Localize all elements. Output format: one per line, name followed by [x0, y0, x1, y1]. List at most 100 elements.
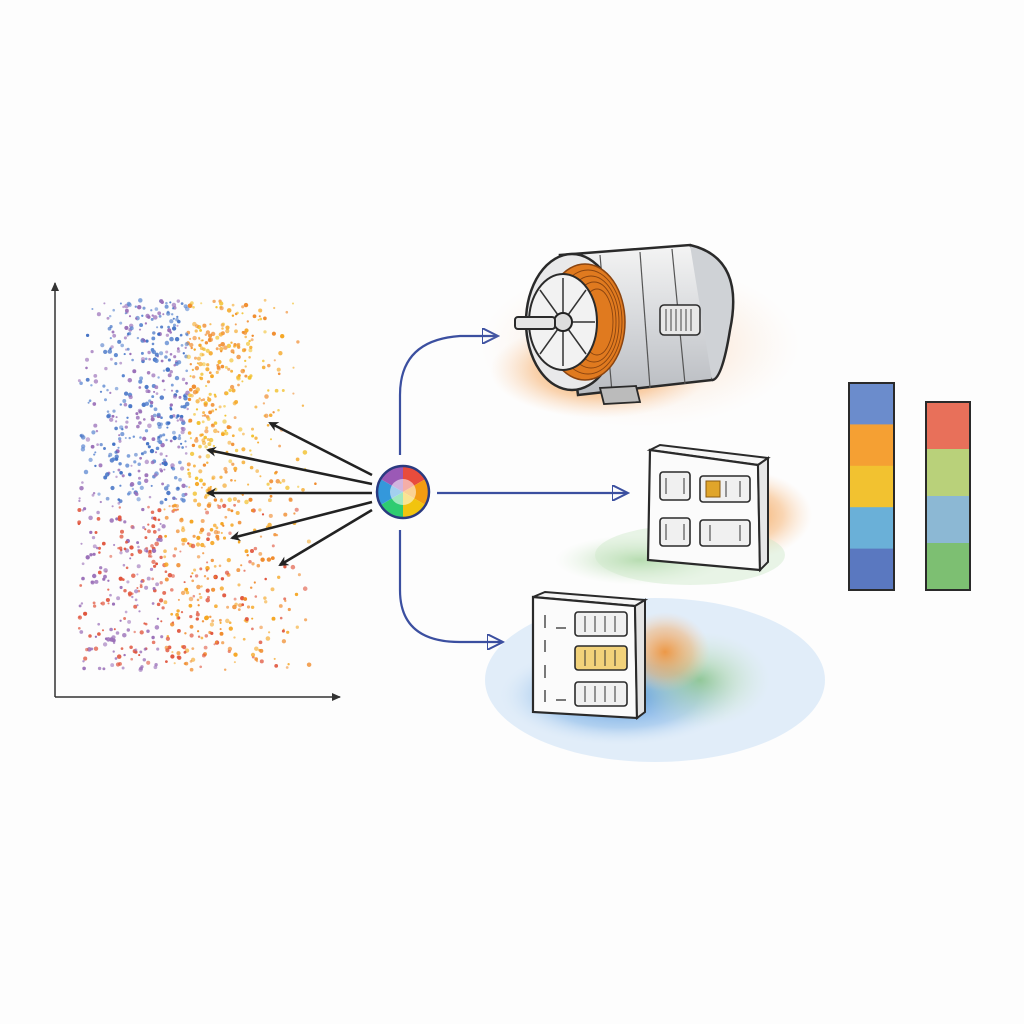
- scatter-dot: [195, 542, 201, 547]
- scatter-dot: [194, 574, 199, 578]
- scatter-dot: [250, 338, 254, 342]
- scatter-dot: [125, 566, 129, 570]
- sampling-arrow: [268, 421, 373, 477]
- scatter-dot: [147, 389, 151, 394]
- scatter-dot: [202, 411, 206, 415]
- scatter-dot: [168, 504, 171, 508]
- scatter-dot: [302, 586, 308, 591]
- scatter-dot: [147, 315, 151, 319]
- scatter-dot: [167, 645, 172, 650]
- scatter-dot: [98, 463, 103, 468]
- scatter-dot: [101, 541, 106, 546]
- scatter-dot: [246, 320, 249, 323]
- scatter-dot: [140, 665, 144, 669]
- scatter-dot: [227, 497, 232, 503]
- hub-ring: [375, 464, 431, 520]
- scatter-dot: [151, 602, 155, 605]
- scatter-dot: [263, 316, 267, 321]
- scatter-dot: [201, 438, 206, 443]
- scatter-dot: [121, 578, 125, 581]
- scatter-dot: [90, 647, 94, 651]
- scatter-dot: [77, 626, 81, 630]
- scatter-dot: [219, 499, 224, 503]
- scatter-dot: [138, 476, 141, 480]
- scatter-dot: [188, 387, 193, 392]
- scatter-dot: [204, 508, 207, 511]
- scatter-dot: [192, 375, 196, 379]
- scatter-dot: [249, 374, 253, 378]
- scatter-dot: [232, 604, 237, 610]
- scatter-dot: [150, 317, 154, 321]
- scatter-dot: [80, 602, 84, 605]
- scatter-dot: [148, 357, 151, 361]
- scatter-dot: [230, 478, 233, 482]
- scatter-dot: [218, 332, 223, 337]
- scatter-dot: [250, 605, 255, 610]
- scatter-dot: [184, 632, 187, 635]
- scatter-dot: [103, 302, 106, 305]
- scatter-dot: [151, 336, 156, 341]
- scatter-dot: [125, 420, 129, 424]
- scatter-dot: [202, 552, 205, 555]
- scatter-dot: [115, 475, 118, 479]
- scatter-dot: [136, 564, 141, 569]
- scatter-dot: [112, 641, 116, 645]
- scatter-dot: [112, 650, 115, 653]
- scatter-dot: [236, 499, 241, 503]
- scatter-dot: [227, 507, 231, 512]
- scatter-dot: [109, 337, 112, 340]
- scatter-dot: [172, 394, 177, 399]
- scatter-dot: [193, 412, 196, 416]
- scatter-dot: [275, 533, 279, 537]
- scatter-dot: [188, 486, 191, 489]
- scatter-dot: [204, 384, 208, 388]
- scatter-dot: [128, 315, 132, 318]
- scatter-dot: [126, 416, 129, 419]
- scatter-dot: [90, 350, 94, 354]
- scatter-dot: [138, 328, 142, 331]
- scatter-dot: [268, 513, 273, 518]
- scatter-dot: [172, 317, 175, 320]
- scatter-dot: [294, 507, 299, 512]
- scatter-dot: [165, 636, 171, 641]
- scatter-dot: [142, 658, 147, 662]
- scatter-dot: [231, 434, 235, 438]
- scatter-dot: [101, 601, 105, 606]
- scatter-dot: [119, 403, 123, 406]
- scatter-dot: [233, 416, 237, 420]
- scatter-dot: [92, 544, 97, 549]
- scatter-dot: [158, 314, 162, 318]
- scatter-dot: [81, 481, 84, 484]
- scatter-dot: [263, 298, 267, 302]
- scatter-dot: [241, 312, 244, 315]
- scatter-dot: [159, 469, 164, 473]
- scatter-dot: [219, 586, 224, 591]
- scatter-dot: [171, 467, 176, 471]
- scatter-dot: [254, 436, 258, 440]
- scatter-dot: [169, 439, 173, 443]
- scatter-dot: [119, 619, 122, 622]
- scatter-dot: [253, 581, 256, 584]
- scatter-dot: [144, 536, 148, 540]
- scatter-dot: [249, 586, 253, 589]
- scatter-dot: [270, 438, 272, 441]
- scatter-dot: [160, 620, 163, 623]
- scatter-dot: [90, 580, 95, 585]
- scatter-dot: [139, 456, 142, 460]
- scatter-dot: [262, 359, 265, 363]
- scatter-dot: [215, 534, 220, 539]
- scatter-dot: [190, 346, 193, 350]
- scatter-dot: [237, 520, 242, 525]
- scatter-dot: [92, 604, 97, 608]
- scatter-dot: [105, 496, 110, 501]
- scale-segment: [849, 507, 894, 550]
- scatter-dot: [171, 313, 174, 316]
- scatter-dot: [253, 546, 258, 551]
- scatter-dot: [283, 512, 288, 517]
- scatter-dot: [156, 647, 160, 651]
- scatter-dot: [234, 448, 239, 453]
- scatter-dot: [110, 345, 114, 349]
- scatter-dot: [123, 402, 128, 407]
- scatter-dot: [93, 453, 96, 456]
- scatter-dot: [259, 535, 263, 538]
